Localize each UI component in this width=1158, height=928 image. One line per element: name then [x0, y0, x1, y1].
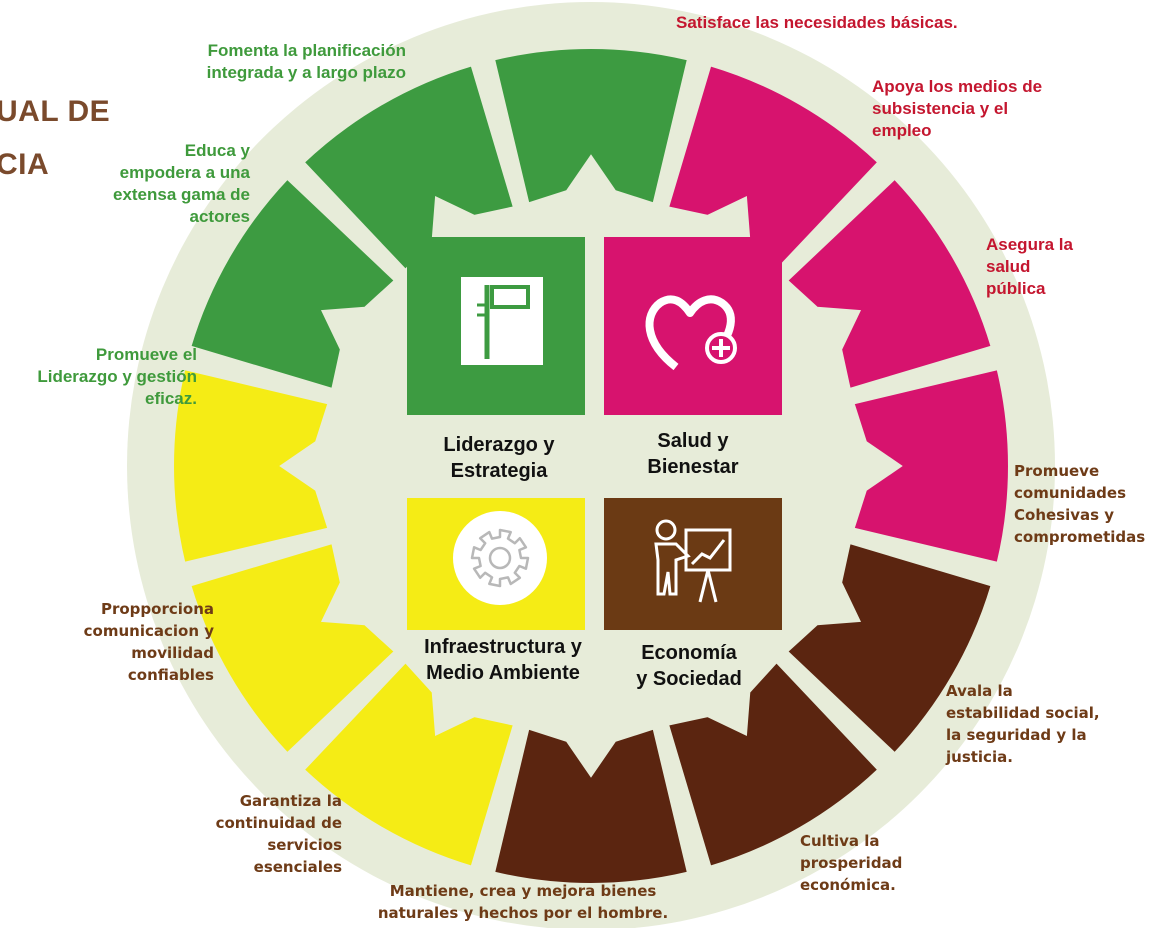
- ring-segment-leadership-2: [302, 64, 516, 272]
- goal-label-communication-mobility: Propporciona comunicacion y movilidad co…: [83, 600, 214, 684]
- quadrant-title-infrastructure: Infraestructura y Medio Ambiente: [424, 636, 582, 684]
- goal-label-empower-actors: Educa y empodera a una extensa gama de a…: [112, 141, 250, 226]
- page-title-line1: UAL DE: [0, 95, 111, 128]
- goal-label-essential-services: Garantiza la continuidad de servicios es…: [215, 792, 342, 876]
- goal-label-public-health: Asegura la salud pública: [986, 235, 1073, 298]
- goal-label-leadership-management: Promueve el Liderazgo y gestión eficaz.: [37, 345, 197, 408]
- ring-segment-health-3: [852, 367, 1010, 565]
- page-title-line2: CIA: [0, 148, 50, 181]
- quadrant-leadership: [407, 237, 585, 415]
- ring-segment-health-2: [785, 177, 993, 391]
- goal-label-economic-prosperity: Cultiva la prosperidad económica.: [800, 832, 903, 894]
- goal-label-basic-needs: Satisface las necesidades básicas.: [676, 13, 958, 32]
- ring-segment-economy-2: [666, 660, 880, 868]
- ring-segment-economy-1: [785, 541, 993, 755]
- quadrant-title-leadership: Liderazgo y Estrategia: [443, 434, 555, 482]
- ring-segment-infrastructure-1: [172, 367, 330, 565]
- quadrant-economy: [604, 498, 782, 630]
- goal-label-social-stability: Avala la estabilidad social, la segurida…: [946, 682, 1100, 766]
- goal-label-long-term-planning: Fomenta la planificación integrada y a l…: [206, 41, 406, 82]
- presenter-chart-icon: [654, 519, 732, 603]
- flag-icon: [461, 277, 543, 365]
- wheel-background-ring: [127, 2, 1055, 928]
- ring-segment-leadership-1: [492, 47, 690, 205]
- heart-plus-icon: [645, 295, 737, 371]
- goal-label-cohesive-communities: Promueve comunidades Cohesivas y comprom…: [1014, 462, 1146, 546]
- ring-segment-leadership-3: [189, 177, 397, 391]
- ring-segment-infrastructure-2: [189, 541, 397, 755]
- goal-label-livelihoods-employment: Apoya los medios de subsistencia y el em…: [872, 77, 1043, 140]
- quadrant-title-economy: Economía y Sociedad: [636, 642, 742, 690]
- quadrant-health: [604, 237, 782, 415]
- gear-icon: [453, 511, 547, 605]
- ring-segment-infrastructure-3: [302, 660, 516, 868]
- gear-outline: [470, 528, 530, 588]
- ring-segment-health-1: [666, 64, 880, 272]
- quadrant-infrastructure: [407, 498, 585, 630]
- goal-label-natural-assets: Mantiene, crea y mejora bienes naturales…: [377, 882, 669, 922]
- ring-segment-economy-3: [492, 727, 690, 885]
- quadrant-title-health: Salud y Bienestar: [647, 430, 739, 478]
